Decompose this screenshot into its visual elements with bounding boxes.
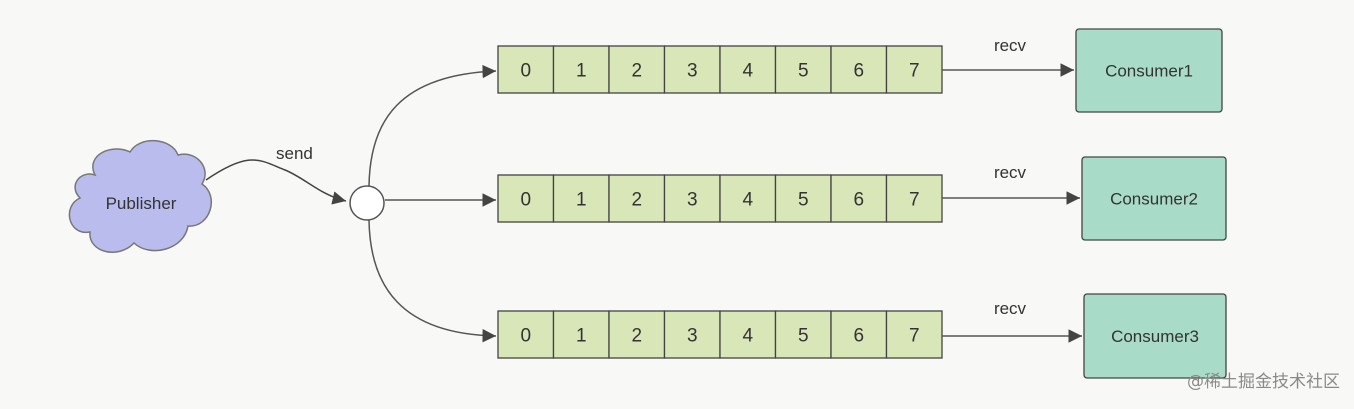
branch-arrow-1 [368, 64, 497, 187]
recv-label: recv [994, 299, 1027, 318]
queue-cell [885, 310, 943, 359]
queue-cell-label: 4 [742, 190, 753, 211]
queue-cell-label: 6 [853, 61, 864, 82]
consumer-box [1083, 293, 1227, 379]
queue-cell [663, 174, 721, 223]
queue-cell [608, 174, 666, 223]
queue-cell [885, 174, 943, 223]
queue-cell [552, 174, 610, 223]
watermark: @稀土掘金技术社区 [1187, 372, 1340, 392]
queue-cell-label: 0 [520, 190, 531, 211]
send-label: send [276, 144, 313, 163]
queue-cell-label: 0 [520, 326, 531, 347]
branch-arrow-3 [368, 219, 497, 343]
queue-cell [663, 310, 721, 359]
queue-cell-label: 1 [576, 326, 587, 347]
queue-cell-label: 5 [798, 61, 809, 82]
consumer-label: Consumer2 [1110, 190, 1198, 209]
queue-cell [608, 310, 666, 359]
queue-cell-label: 7 [909, 61, 920, 82]
recv-label: recv [994, 163, 1027, 182]
send-arrow [205, 159, 347, 205]
distribution-node [349, 185, 385, 221]
publisher-label: Publisher [106, 194, 177, 213]
queue-cell [885, 45, 943, 94]
queue-cell-label: 2 [631, 326, 642, 347]
consumer-box [1081, 156, 1227, 241]
queue-cell [497, 45, 555, 94]
queue-cell [774, 174, 832, 223]
queue-cell-label: 1 [576, 190, 587, 211]
queue-cell-label: 1 [576, 61, 587, 82]
queue-cell-label: 0 [520, 61, 531, 82]
queue-cell [552, 45, 610, 94]
queue-cell-label: 3 [687, 326, 698, 347]
queue-cell-label: 4 [742, 326, 753, 347]
consumer-label: Consumer1 [1105, 62, 1193, 81]
queue-cell-label: 2 [631, 190, 642, 211]
queue-cell [608, 45, 666, 94]
cloud-shape [68, 139, 213, 253]
queue-cell-label: 7 [909, 326, 920, 347]
queue-cell-label: 3 [687, 61, 698, 82]
queue-cell [774, 310, 832, 359]
consumer-label: Consumer3 [1111, 327, 1199, 346]
queue-cell [830, 45, 888, 94]
queue-cell [830, 174, 888, 223]
queue-cell-label: 5 [798, 190, 809, 211]
queue-cell [830, 310, 888, 359]
queue-cell [719, 310, 777, 359]
queue-cell [497, 310, 555, 359]
queue-cell-label: 5 [798, 326, 809, 347]
queue-cell-label: 6 [853, 326, 864, 347]
publisher-cloud: Publisher [68, 139, 213, 253]
consumer-box [1075, 28, 1223, 113]
queue-cell-label: 7 [909, 190, 920, 211]
queue-cell-label: 2 [631, 61, 642, 82]
recv-label: recv [994, 36, 1027, 55]
queue-cell-label: 3 [687, 190, 698, 211]
queue-cell-label: 6 [853, 190, 864, 211]
queue-cell-label: 4 [742, 61, 753, 82]
